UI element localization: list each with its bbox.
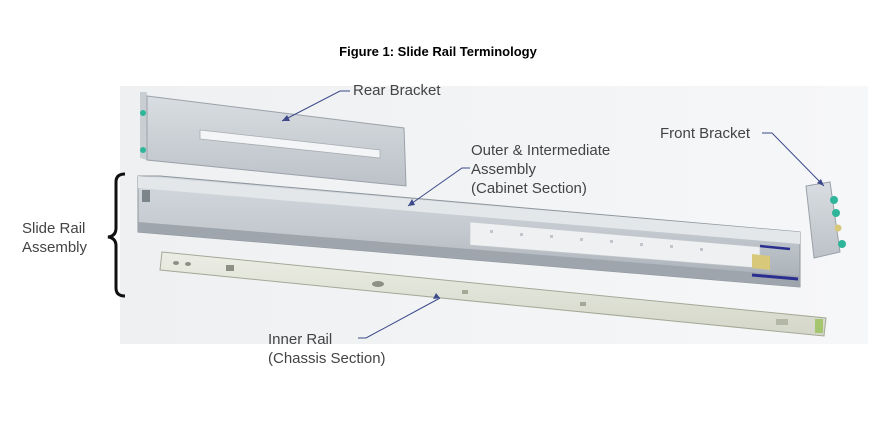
label-front-bracket: Front Bracket	[660, 125, 751, 142]
figure-title: Figure 1: Slide Rail Terminology	[339, 44, 537, 59]
label-rear-bracket: Rear Bracket	[353, 82, 441, 99]
label-inner-rail-line2: (Chassis Section)	[268, 350, 386, 367]
pointer-arrowheads	[282, 115, 824, 299]
pointer-outer-assembly	[407, 167, 470, 207]
pointer-lines	[281, 90, 825, 339]
label-inner-rail-line1: Inner Rail	[268, 331, 333, 348]
rear-bracket-part	[140, 92, 407, 187]
outer-rail-part	[137, 175, 801, 288]
label-outer-assembly-line3: (Cabinet Section)	[471, 180, 587, 197]
label-slide-rail-line2: Assembly	[22, 239, 88, 256]
pointer-inner-rail	[358, 297, 441, 339]
pointer-front-bracket	[762, 132, 825, 187]
inner-rail-part	[159, 251, 827, 337]
pointer-rear-bracket	[281, 90, 350, 122]
label-outer-assembly-line1: Outer & Intermediate	[471, 142, 611, 159]
label-slide-rail-line1: Slide Rail	[22, 220, 86, 237]
label-outer-assembly-line2: Assembly	[471, 161, 537, 178]
slide-rail-brace	[107, 172, 126, 298]
